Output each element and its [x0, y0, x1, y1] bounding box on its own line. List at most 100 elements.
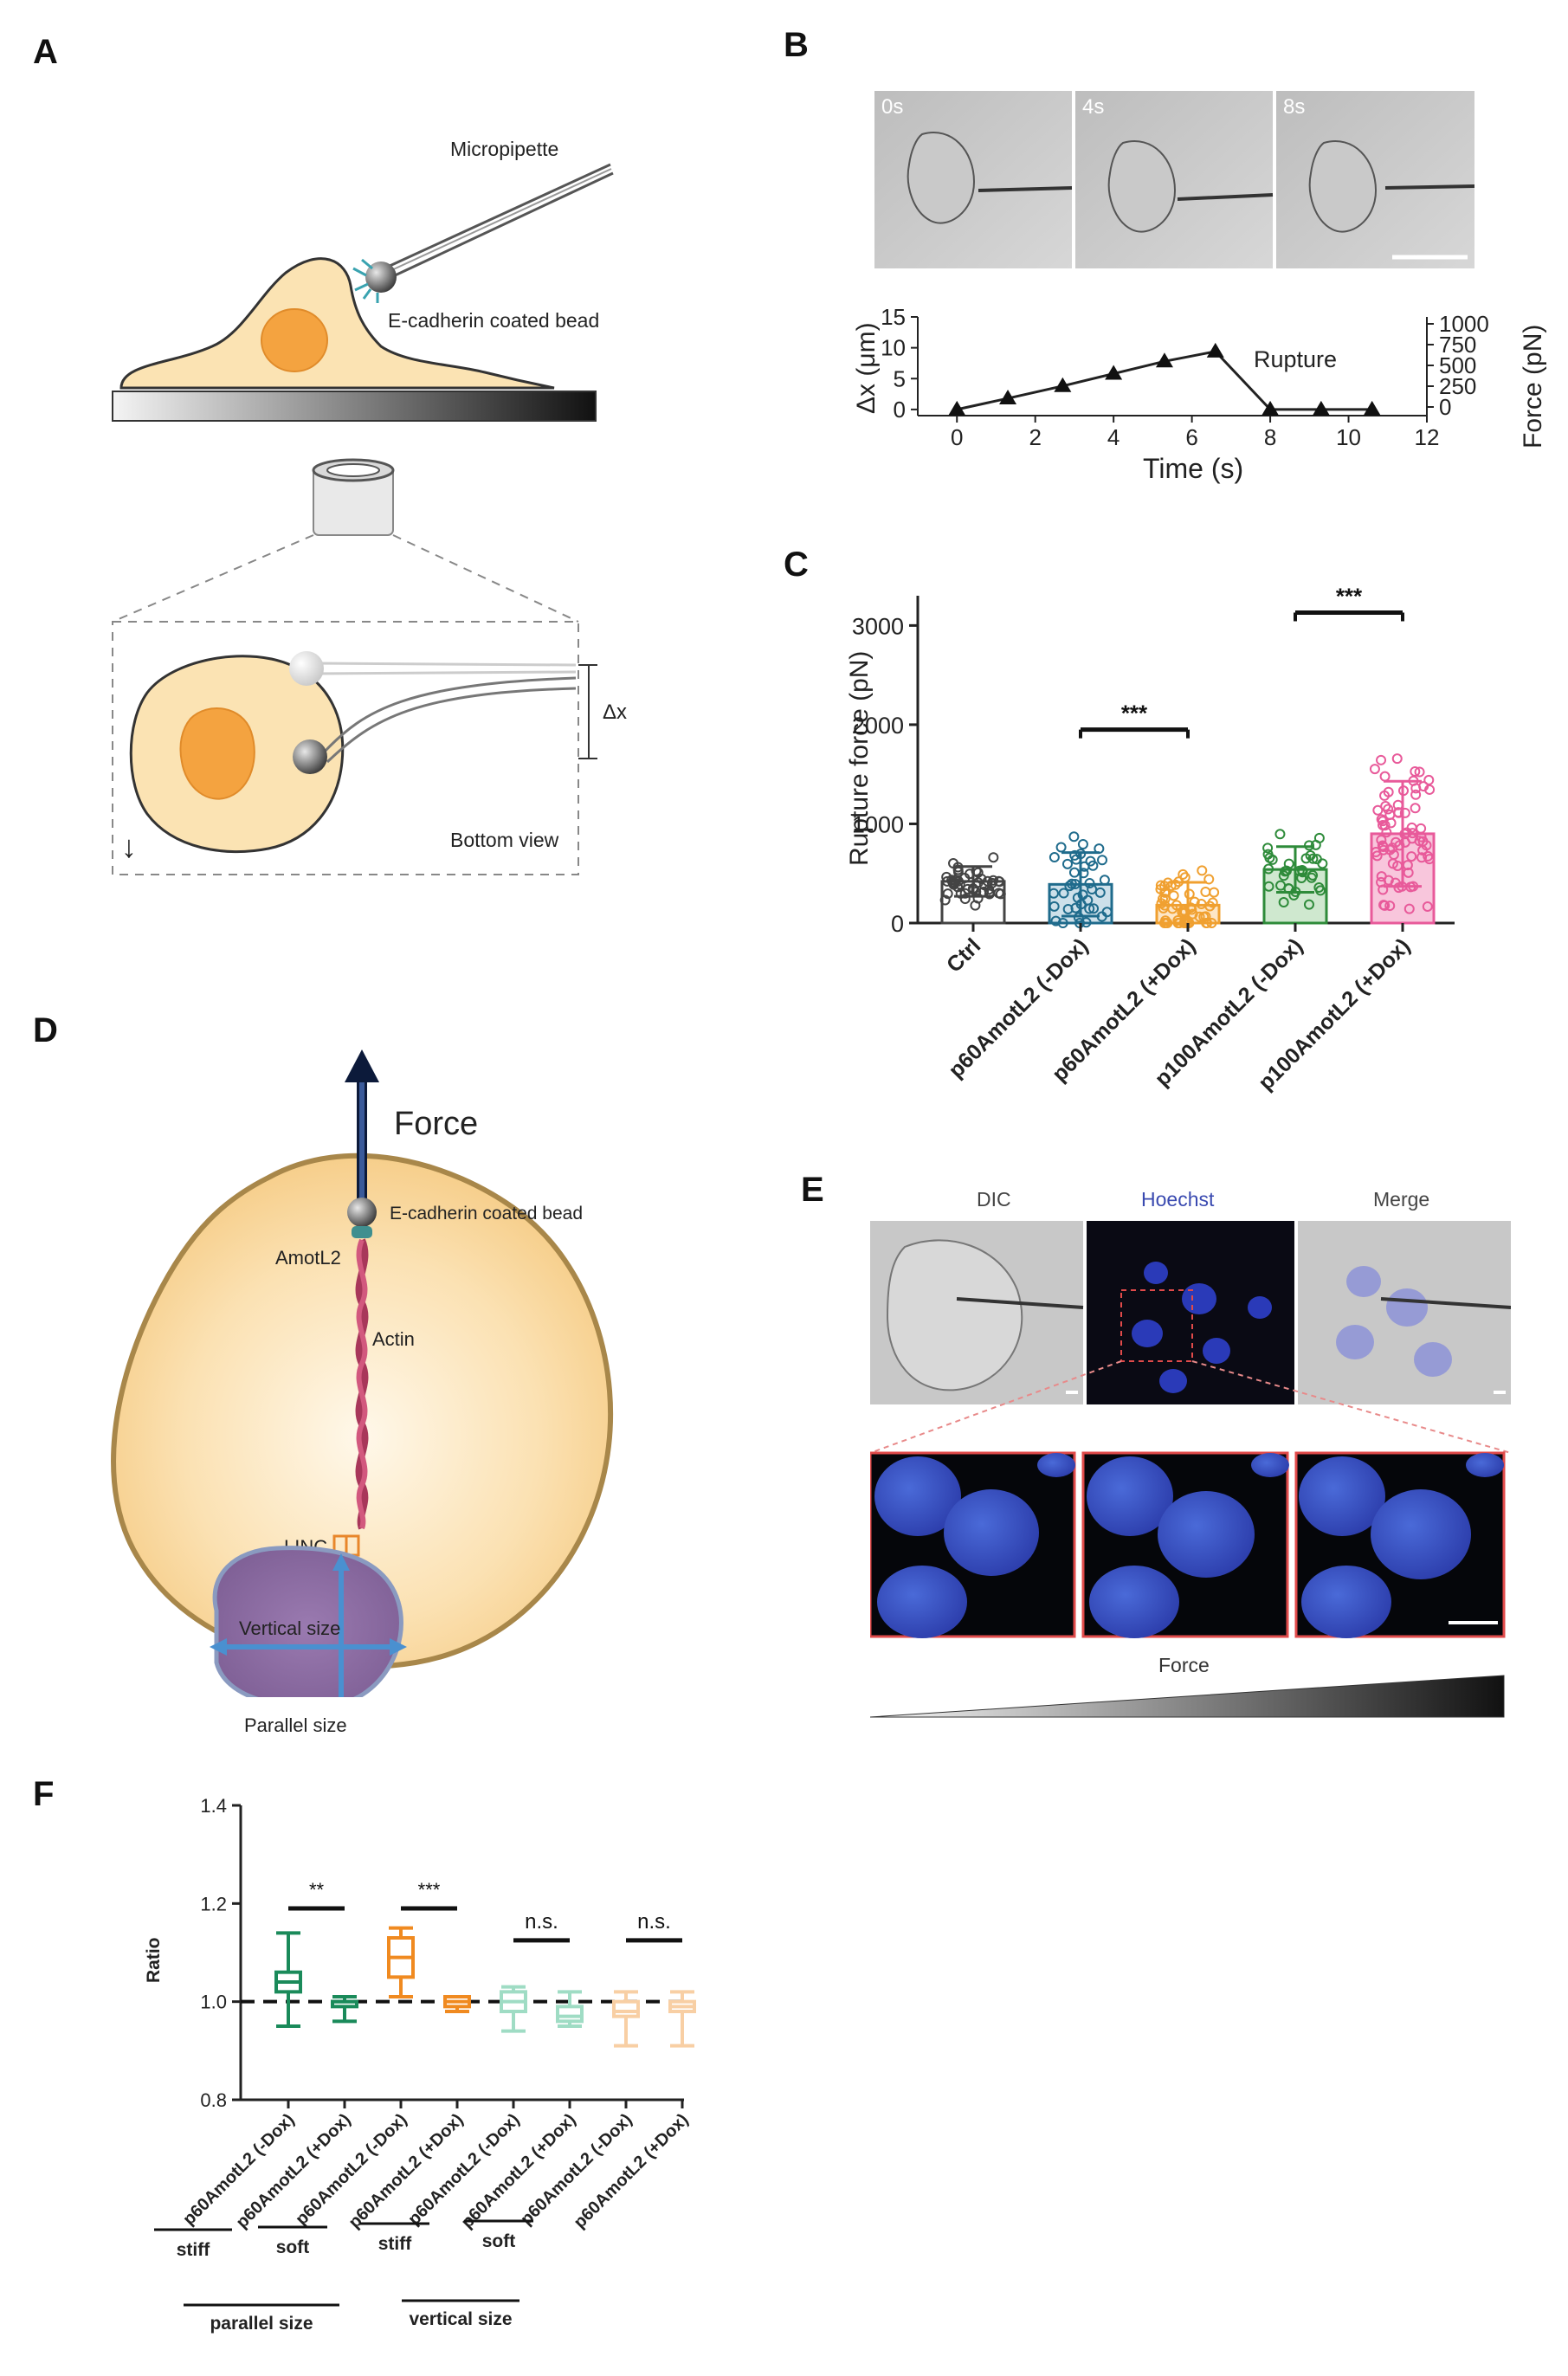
- c-data-point: [1084, 878, 1095, 889]
- c-data-point: [1384, 901, 1396, 912]
- c-data-point: [1274, 829, 1286, 840]
- bottom-view-nucleus: [179, 707, 255, 800]
- f-box: [612, 1999, 640, 2018]
- f-ytick-label: 0.8: [200, 2089, 227, 2111]
- c-data-point: [1198, 911, 1210, 922]
- panel-f-letter: F: [33, 1775, 55, 1813]
- frame-time-1: 4s: [1082, 95, 1104, 119]
- f-stiffness-label: stiff: [378, 2234, 413, 2254]
- c-data-point: [948, 858, 959, 869]
- c-data-point: [1050, 915, 1061, 927]
- c-data-point: [1310, 839, 1321, 850]
- c-data-point: [978, 880, 990, 891]
- c-data-point: [1423, 850, 1434, 862]
- f-box: [556, 2005, 584, 2024]
- b-data-point: [999, 390, 1017, 405]
- panel-a-letter: A: [33, 33, 58, 71]
- dx-label: Δx: [603, 701, 627, 724]
- c-data-point: [1055, 842, 1067, 853]
- c-ytick-label: 1000: [852, 811, 904, 837]
- panel-d-letter: D: [33, 1011, 58, 1049]
- c-data-point: [1160, 886, 1171, 897]
- c-data-point: [1421, 840, 1432, 851]
- c-data-point: [1278, 897, 1289, 908]
- c-data-point: [1372, 804, 1384, 816]
- force-gradient-wedge: [870, 1675, 1505, 1718]
- b-data-point: [1054, 377, 1072, 392]
- c-data-point: [1081, 917, 1092, 928]
- b-ylabel-right: Force (pN): [1519, 325, 1547, 449]
- c-data-point: [1297, 865, 1308, 876]
- f-ylabel: Ratio: [144, 1938, 164, 1984]
- c-data-point: [1403, 867, 1414, 878]
- c-data-point: [1423, 774, 1435, 785]
- b-ytick-left-label: 0: [894, 397, 906, 423]
- force-label: Force: [394, 1106, 478, 1142]
- c-data-point: [1069, 849, 1081, 861]
- c-data-point: [1379, 790, 1391, 801]
- parallel-size-label: Parallel size: [244, 1714, 347, 1736]
- c-data-point: [1399, 807, 1410, 818]
- bottom-view-box: [112, 621, 579, 875]
- b-data-point: [1363, 400, 1381, 416]
- c-data-point: [1410, 803, 1421, 814]
- c-sig-label: ***: [1121, 701, 1148, 726]
- f-group-label: vertical size: [409, 2309, 512, 2329]
- c-data-point: [1197, 865, 1208, 876]
- c-data-point: [1206, 918, 1217, 928]
- c-data-point: [1200, 887, 1211, 898]
- c-data-point: [1410, 783, 1422, 794]
- c-data-point: [1399, 836, 1410, 848]
- b-data-point: [1155, 352, 1173, 368]
- f-ytick-label: 1.2: [200, 1893, 227, 1914]
- vertical-size-label: Vertical size: [239, 1617, 340, 1639]
- c-data-point: [1184, 888, 1195, 900]
- c-data-point: [1383, 804, 1394, 815]
- f-group-label: parallel size: [210, 2314, 313, 2334]
- c-data-point: [1307, 869, 1319, 881]
- b-ytick-right-label: 250: [1439, 373, 1476, 399]
- dic-image: [870, 1221, 1084, 1404]
- c-data-point: [1303, 899, 1314, 910]
- c-data-point: [1196, 898, 1207, 909]
- b-ytick-right-label: 1000: [1439, 311, 1489, 337]
- b-ytick-left-label: 10: [881, 335, 906, 361]
- panel-b-letter: B: [784, 26, 809, 64]
- c-data-point: [1156, 898, 1167, 909]
- c-ytick-label: 3000: [852, 613, 904, 639]
- b-data-point: [1206, 342, 1224, 358]
- c-data-point: [1410, 789, 1422, 800]
- c-data-point: [1410, 765, 1421, 777]
- side-view-cell: [119, 257, 555, 390]
- c-data-point: [1082, 894, 1094, 906]
- c-data-point: [1376, 876, 1387, 888]
- e-force-label: Force: [1158, 1654, 1210, 1676]
- zoom-frame-2: [1081, 1451, 1289, 1638]
- c-ylabel: Rupture force (pN): [845, 651, 874, 866]
- side-view-nucleus: [261, 308, 328, 372]
- c-data-point: [1307, 853, 1319, 864]
- c-data-point: [1061, 858, 1073, 869]
- cadherin-links: [352, 258, 379, 303]
- b-xtick-label: 6: [1185, 424, 1197, 450]
- b-data-point: [1105, 365, 1123, 380]
- bottom-view-label: Bottom view: [450, 829, 559, 851]
- c-data-point: [1263, 881, 1274, 892]
- c-data-point: [988, 852, 999, 863]
- panel-a-schematic: Micropipette E-cadherin coated bead Δx B…: [112, 138, 627, 875]
- c-data-point: [1387, 843, 1398, 854]
- actin-filament: [355, 1238, 369, 1530]
- f-ytick-label: 1.4: [200, 1795, 227, 1817]
- merge-label: Merge: [1373, 1188, 1430, 1211]
- c-data-point: [1209, 887, 1220, 898]
- rupture-annotation: Rupture: [1254, 346, 1337, 372]
- bottom-view-bead: [293, 739, 327, 774]
- c-data-point: [1379, 900, 1391, 911]
- panel-c-letter: C: [784, 546, 809, 584]
- frame-0s: [874, 91, 1073, 268]
- c-data-point: [1058, 888, 1069, 899]
- c-data-point: [1422, 901, 1433, 912]
- actin-label: Actin: [372, 1328, 415, 1350]
- side-view-bead: [365, 261, 397, 293]
